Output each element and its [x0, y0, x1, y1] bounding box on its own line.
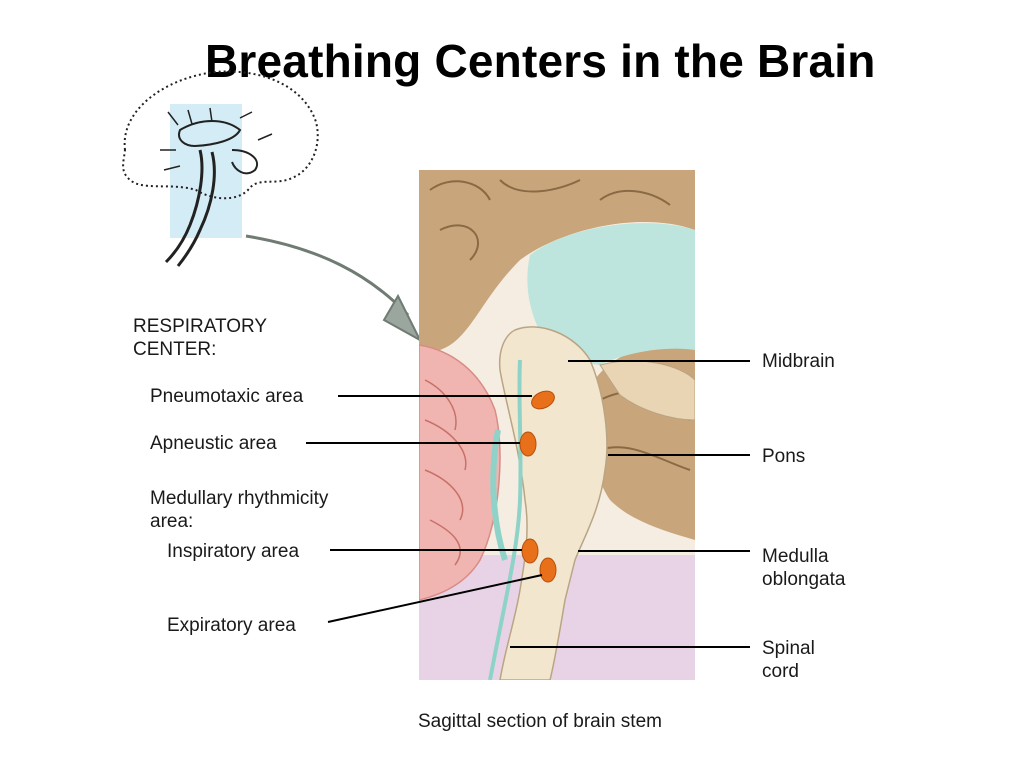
inspiratory-nucleus [521, 538, 539, 564]
medulla-oblongata-label: Medulla oblongata [762, 545, 845, 591]
leader-expiratory [327, 574, 543, 623]
page-title: Breathing Centers in the Brain [205, 35, 876, 87]
leader-lines [306, 360, 750, 648]
brainstem [498, 326, 608, 680]
expiratory-area-label: Expiratory area [167, 615, 296, 636]
spinal-line2: cord [762, 661, 799, 682]
apneustic-nucleus [519, 431, 537, 457]
figure-caption: Sagittal section of brain stem [418, 711, 662, 732]
medullary-rhythmicity-line2: area: [150, 511, 194, 532]
medullary-rhythmicity-line1: Medullary rhythmicity [150, 488, 329, 509]
pneumotaxic-area-label: Pneumotaxic area [150, 386, 304, 407]
respiratory-center-heading-line2: CENTER: [133, 339, 217, 360]
cerebellum [419, 344, 501, 601]
pointer-arrow [245, 234, 423, 343]
apneustic-area-label: Apneustic area [150, 433, 277, 454]
expiratory-nucleus [539, 557, 557, 583]
medullary-rhythmicity-label: Medullary rhythmicity area: [150, 487, 328, 533]
respiratory-center-heading-line1: RESPIRATORY [133, 316, 268, 337]
spinal-line1: Spinal [762, 638, 815, 659]
sagittal-section [419, 170, 695, 680]
pons-label: Pons [762, 446, 806, 467]
medulla-line1: Medulla [762, 546, 829, 567]
spinal-cord-label: Spinal cord [762, 637, 815, 683]
csf-ventricle [527, 223, 695, 365]
respiratory-center-heading: RESPIRATORY CENTER: [133, 315, 267, 361]
pneumotaxic-nucleus [531, 390, 555, 410]
medulla-line2: oblongata [762, 569, 846, 590]
inspiratory-area-label: Inspiratory area [167, 541, 300, 562]
inset-brain-outline [122, 70, 319, 267]
midbrain-label: Midbrain [762, 351, 835, 372]
